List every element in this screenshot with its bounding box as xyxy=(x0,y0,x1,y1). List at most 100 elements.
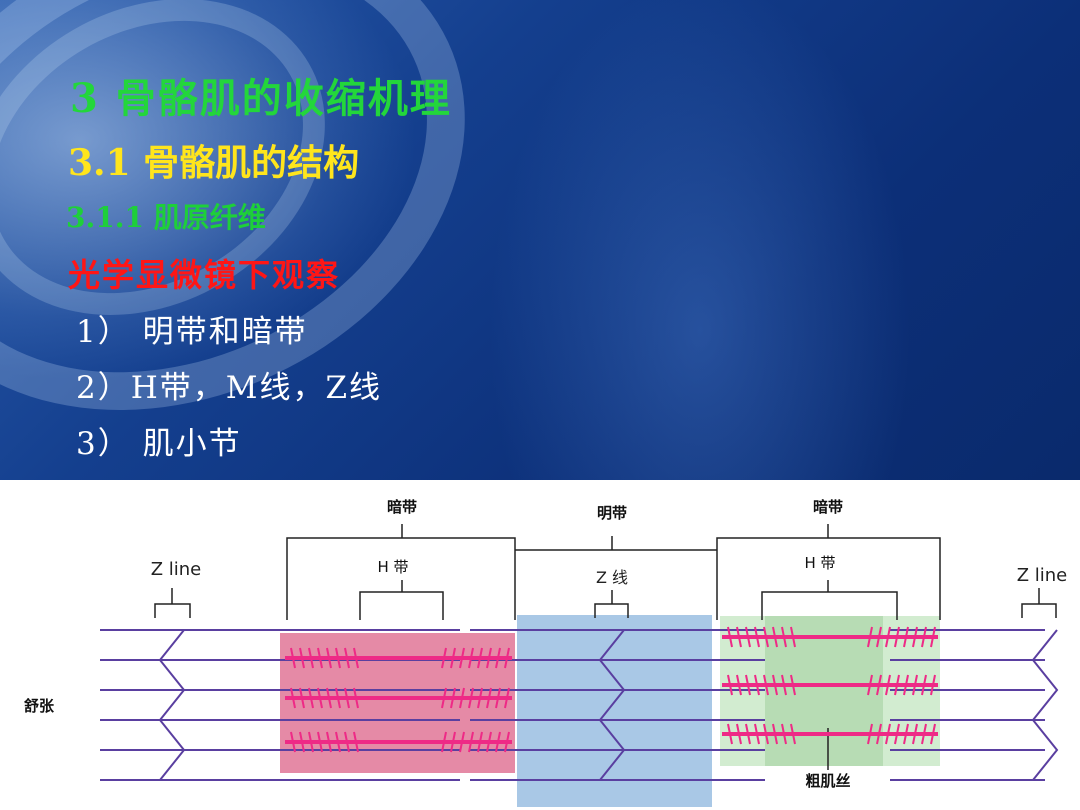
cross-bridge xyxy=(781,626,787,648)
h-band-right-label: H 带 xyxy=(804,554,835,572)
section-heading: 3.1.1 肌原纤维 xyxy=(66,201,266,234)
sarcomere-diagram: 暗带 明带 暗带 H 带 H 带 Z line Z 线 Z line 舒张 粗肌… xyxy=(0,480,1080,810)
cross-bridge xyxy=(495,687,501,709)
cross-bridge xyxy=(772,626,778,648)
cross-bridge xyxy=(459,731,465,753)
cross-bridge xyxy=(912,674,918,696)
dark-band-left-label: 暗带 xyxy=(387,498,417,516)
cross-bridge xyxy=(326,731,332,753)
cross-bridge xyxy=(477,687,483,709)
cross-bridge xyxy=(299,687,305,709)
cross-bridge xyxy=(876,626,882,648)
cross-bridge xyxy=(727,674,733,696)
h-band-left-bracket xyxy=(359,580,444,620)
z-line-left xyxy=(158,629,186,781)
cross-bridge xyxy=(504,731,510,753)
cross-bridge xyxy=(290,687,296,709)
z-line-right-label: Z line xyxy=(1017,565,1068,586)
cross-bridge xyxy=(326,647,332,669)
cross-bridge xyxy=(495,731,501,753)
z-line-right-bracket xyxy=(1021,588,1057,618)
list-item: 3） 肌小节 xyxy=(76,426,242,462)
cross-bridge xyxy=(335,731,341,753)
relaxed-label: 舒张 xyxy=(24,697,55,715)
cross-bridge xyxy=(326,687,332,709)
cross-bridge xyxy=(930,723,936,745)
z-line-left-label: Z line xyxy=(151,559,202,580)
cross-bridge xyxy=(903,723,909,745)
cross-bridge xyxy=(344,731,350,753)
cross-bridge xyxy=(912,626,918,648)
light-band-bracket xyxy=(515,536,717,551)
slide-background xyxy=(0,0,1080,501)
cross-bridge xyxy=(344,647,350,669)
cross-bridge xyxy=(459,687,465,709)
cross-bridge xyxy=(930,674,936,696)
cross-bridge xyxy=(867,626,873,648)
slide-title: 3 骨骼肌的收缩机理 xyxy=(70,75,452,122)
cross-bridge xyxy=(727,723,733,745)
cross-bridge xyxy=(754,723,760,745)
cross-bridge xyxy=(903,674,909,696)
cross-bridge xyxy=(486,687,492,709)
cross-bridge xyxy=(290,731,296,753)
cross-bridge xyxy=(727,626,733,648)
cross-bridge xyxy=(876,723,882,745)
thick-filament-label: 粗肌丝 xyxy=(805,772,850,790)
cross-bridge xyxy=(867,723,873,745)
cross-bridge xyxy=(450,731,456,753)
cross-bridge xyxy=(885,723,891,745)
cross-bridge xyxy=(441,687,447,709)
cross-bridge xyxy=(486,647,492,669)
cross-bridge xyxy=(894,674,900,696)
cross-bridge xyxy=(885,626,891,648)
cross-bridge xyxy=(317,647,323,669)
cross-bridge xyxy=(459,647,465,669)
cross-bridge xyxy=(745,626,751,648)
cross-bridge xyxy=(317,687,323,709)
h-band-right-bracket xyxy=(761,580,898,620)
cross-bridge xyxy=(867,674,873,696)
cross-bridge xyxy=(441,731,447,753)
cross-bridge xyxy=(486,731,492,753)
cross-bridge xyxy=(763,674,769,696)
observation-heading: 光学显微镜下观察 xyxy=(68,256,341,294)
z-line-center-label: Z 线 xyxy=(596,568,628,587)
cross-bridge xyxy=(912,723,918,745)
z-line-center-bracket xyxy=(594,590,629,618)
cross-bridge xyxy=(308,731,314,753)
dark-band-right-label: 暗带 xyxy=(813,498,843,516)
cross-bridge xyxy=(504,687,510,709)
cross-bridge xyxy=(736,626,742,648)
cross-bridge xyxy=(790,626,796,648)
cross-bridge xyxy=(736,723,742,745)
cross-bridge xyxy=(504,647,510,669)
filament-layer xyxy=(100,626,1059,781)
cross-bridge xyxy=(317,731,323,753)
list-item: 2）H带，M线，Z线 xyxy=(76,370,383,406)
cross-bridge xyxy=(353,687,359,709)
cross-bridge xyxy=(441,647,447,669)
z-line-right xyxy=(1031,629,1059,781)
cross-bridge xyxy=(790,674,796,696)
cross-bridge xyxy=(745,723,751,745)
cross-bridge xyxy=(450,647,456,669)
cross-bridge xyxy=(468,731,474,753)
cross-bridge xyxy=(921,723,927,745)
cross-bridge xyxy=(772,723,778,745)
cross-bridge xyxy=(335,647,341,669)
cross-bridge xyxy=(736,674,742,696)
cross-bridge xyxy=(299,647,305,669)
cross-bridge xyxy=(299,731,305,753)
cross-bridge xyxy=(477,647,483,669)
cross-bridge xyxy=(308,647,314,669)
cross-bridge xyxy=(894,723,900,745)
cross-bridge xyxy=(930,626,936,648)
cross-bridge xyxy=(754,626,760,648)
cross-bridge xyxy=(781,674,787,696)
cross-bridge xyxy=(790,723,796,745)
cross-bridge xyxy=(894,626,900,648)
cross-bridge xyxy=(353,647,359,669)
cross-bridge xyxy=(335,687,341,709)
cross-bridge xyxy=(344,687,350,709)
